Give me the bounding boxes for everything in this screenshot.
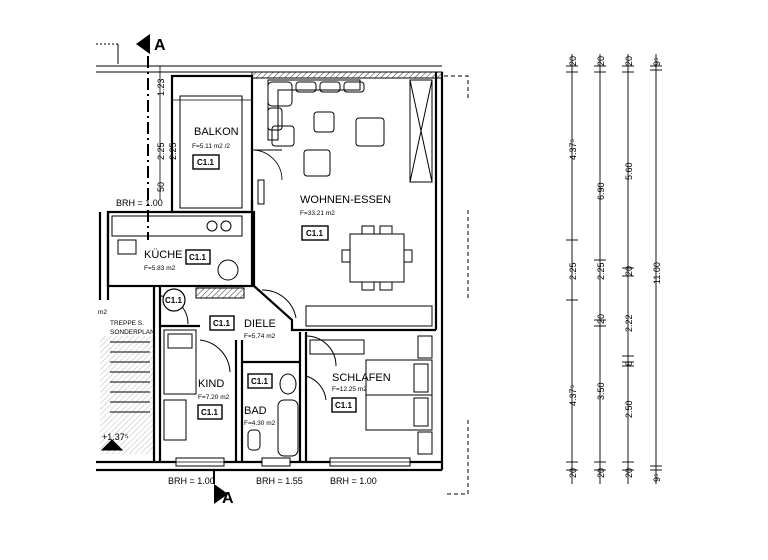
section-label-top: A <box>154 37 166 54</box>
brh-top-left: BRH = 1.00 <box>116 198 163 208</box>
bathroom-fixtures <box>247 373 327 457</box>
dim-c4-1: 11.00 <box>652 262 662 284</box>
room-code: C1.1 <box>306 229 323 238</box>
room-label-diele: C1.1 DIELE F=5.74 m2 <box>209 315 276 340</box>
room-label-bad: C1.1 BAD F=4.30 m2 <box>244 373 276 427</box>
dim-1: 1.23 <box>156 78 166 96</box>
section-label-bottom: A <box>222 490 234 507</box>
room-name: BAD <box>244 405 267 417</box>
dim-c4-2: 9⁵ <box>652 473 662 482</box>
stair-level: +1.37⁵ <box>102 432 129 442</box>
outer-walls <box>96 65 469 495</box>
dim-c2-0: 20 <box>596 56 606 66</box>
room-code: C1.1 <box>189 253 206 262</box>
room-name: SCHLAFEN <box>332 372 391 384</box>
dim-c3-5: 2.50 <box>624 400 634 418</box>
room-label-wohnen: WOHNEN-ESSEN F=33.21 m2 C1.1 <box>300 194 391 241</box>
brh-bottom-2: BRH = 1.55 <box>256 476 303 486</box>
right-dimension-labels: 20 4.37⁵ 2.25 4.37⁵ 20 20 6.90 2.25 20 3… <box>568 56 662 482</box>
treppe-note: m2 TREPPE S. SONDERPLAN +1.37⁵ <box>98 309 155 442</box>
room-area: F=5.83 m2 <box>144 265 176 272</box>
room-code: C1.1 <box>197 158 214 167</box>
room-label-kind: KIND F=7.20 m2 C1.1 <box>197 378 230 420</box>
room-code: C1.1 <box>251 377 268 386</box>
room-label-schlafen: SCHLAFEN F=12.25 m2 C1.1 <box>331 372 391 413</box>
dim-c3-1: 5.60 <box>624 162 634 180</box>
brh-bottom-3: BRH = 1.00 <box>330 476 377 486</box>
room-label-kueche: KÜCHE F=5.83 m2 C1.1 <box>144 249 211 272</box>
room-code: C1.1 <box>201 408 218 417</box>
treppe-line2: SONDERPLAN <box>110 329 155 336</box>
room-name: BALKON <box>194 126 239 138</box>
room-area: F=33.21 m2 <box>300 210 335 217</box>
dim-c3-0: 20 <box>624 56 634 66</box>
stair-circle-code: C1.1 <box>162 288 186 312</box>
dim-c2-1: 6.90 <box>596 182 606 200</box>
right-dimensions <box>566 54 662 484</box>
dim-4: 50 <box>156 182 166 192</box>
staircase <box>100 336 154 454</box>
room-area: F=7.20 m2 <box>198 394 230 401</box>
room-code: C1.1 <box>335 401 352 410</box>
brh-bottom-1: BRH = 1.00 <box>168 476 215 486</box>
room-area: F=12.25 m2 <box>332 386 367 393</box>
section-marker-top: A <box>96 34 166 240</box>
dim-c1-4: 20 <box>568 468 578 478</box>
treppe-m2: m2 <box>98 309 107 316</box>
dim-c3-4: 8 <box>624 361 634 366</box>
room-label-balkon: BALKON F=5.11 m2 /2 C1.1 <box>192 126 239 170</box>
dim-c4-0: 9⁵ <box>652 57 662 66</box>
dim-c1-1: 4.37⁵ <box>568 138 578 160</box>
room-name: WOHNEN-ESSEN <box>300 194 391 206</box>
dim-3: 2.25 <box>168 142 178 160</box>
section-marker-bottom: A <box>213 470 234 507</box>
living-furniture <box>261 79 433 327</box>
stair-code: C1.1 <box>165 296 182 305</box>
dim-c3-3: 2.22 <box>624 314 634 332</box>
treppe-line1: TREPPE S. <box>110 320 144 327</box>
room-area: F=4.30 m2 <box>244 420 276 427</box>
room-name: DIELE <box>244 318 276 330</box>
dim-c3-6: 20 <box>624 468 634 478</box>
kid-room-furniture <box>163 329 231 441</box>
dim-c3-2: 20 <box>624 266 634 276</box>
dim-c1-0: 20 <box>568 56 578 66</box>
dim-c2-3: 20 <box>596 314 606 324</box>
kitchen-counter <box>111 215 243 281</box>
dim-c2-5: 20 <box>596 468 606 478</box>
dim-c2-2: 2.25 <box>596 262 606 280</box>
room-area: F=5.11 m2 /2 <box>192 143 230 150</box>
room-name: KÜCHE <box>144 249 183 261</box>
dim-2: 2.25 <box>156 142 166 160</box>
dim-c1-3: 4.37⁵ <box>568 384 578 406</box>
room-name: KIND <box>198 378 224 390</box>
room-area: F=5.74 m2 <box>244 333 276 340</box>
dim-c2-4: 3.50 <box>596 382 606 400</box>
left-dimension-chain: 1.23 2.25 2.25 50 <box>156 66 178 200</box>
room-code: C1.1 <box>213 319 230 328</box>
brh-labels: BRH = 1.00 BRH = 1.00 BRH = 1.55 BRH = 1… <box>116 198 377 486</box>
bedroom-furniture <box>305 335 433 455</box>
dim-c1-2: 2.25 <box>568 262 578 280</box>
